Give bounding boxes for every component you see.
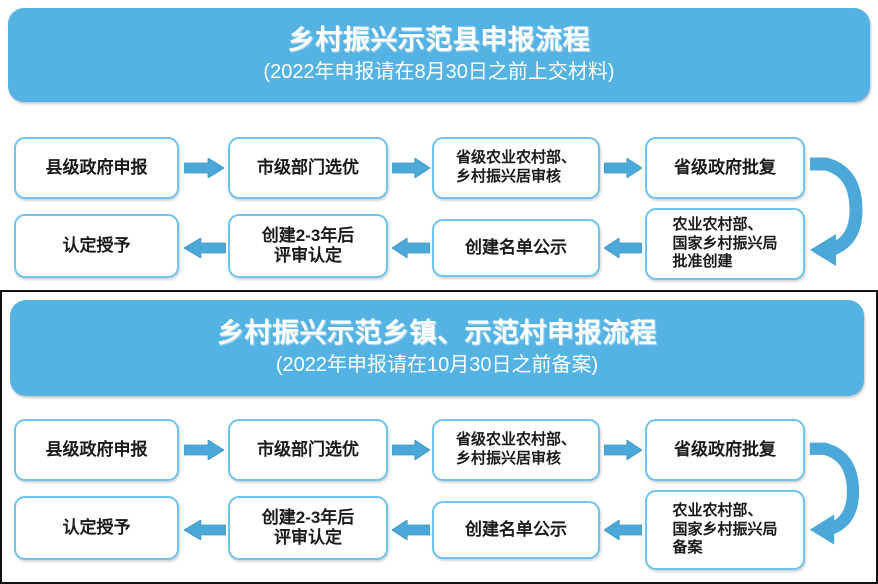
node-label: 认定授予 [62,235,131,255]
banner-county: 乡村振兴示范县申报流程 (2022年申报请在8月30日之前上交材料) [8,8,870,102]
arrow-publicity-to-certify-2 [392,520,430,540]
node-county-apply-2[interactable]: 县级政府申报 [14,419,179,481]
arrow-apply-to-select [184,158,224,178]
node-label: 省级农业农村部、 乡村振兴居审核 [455,431,576,467]
node-label: 县级政府申报 [45,439,148,459]
node-label: 省级农业农村部、 乡村振兴居审核 [455,149,576,185]
node-list-publicity[interactable]: 创建名单公示 [432,219,600,277]
node-award-2[interactable]: 认定授予 [14,496,179,560]
node-label: 创建2-3年后 评审认定 [261,225,355,265]
node-label: 农业农村部、 国家乡村振兴局 备案 [672,501,778,557]
node-label: 省级政府批复 [674,439,776,459]
node-label: 创建2-3年后 评审认定 [261,507,355,547]
arrow-ministry-to-publicity-2 [604,520,642,540]
arrow-apply-to-select-2 [184,440,224,460]
node-review-certify[interactable]: 创建2-3年后 评审认定 [228,214,388,278]
arrow-certify-to-award-2 [184,520,226,540]
banner-town-village-title: 乡村振兴示范乡镇、示范村申报流程 [217,317,657,348]
node-label: 县级政府申报 [45,157,148,177]
arrow-ministry-to-publicity [604,238,642,258]
node-ministry-record[interactable]: 农业农村部、 国家乡村振兴局 备案 [645,490,805,570]
node-award[interactable]: 认定授予 [14,214,179,278]
node-list-publicity-2[interactable]: 创建名单公示 [432,501,600,559]
arrow-select-to-review-2 [392,440,430,460]
node-label: 市级部门选优 [257,439,359,459]
node-ministry-approve-create[interactable]: 农业农村部、 国家乡村振兴局 批准创建 [645,208,805,280]
node-province-review-2[interactable]: 省级农业农村部、 乡村振兴居审核 [432,419,600,481]
banner-town-village-subtitle: (2022年申报请在10月30日之前备案) [275,354,599,377]
node-province-approve[interactable]: 省级政府批复 [645,137,805,199]
arrow-review-to-approve [604,158,642,178]
banner-town-village: 乡村振兴示范乡镇、示范村申报流程 (2022年申报请在10月30日之前备案) [10,300,864,396]
arrow-review-to-approve-2 [604,440,642,460]
section-county-process: 乡村振兴示范县申报流程 (2022年申报请在8月30日之前上交材料) 县级政府申… [0,0,878,290]
node-label: 省级政府批复 [674,157,776,177]
arrow-certify-to-award [184,238,226,258]
banner-county-title: 乡村振兴示范县申报流程 [287,24,591,55]
node-label: 农业农村部、 国家乡村振兴局 批准创建 [672,215,778,271]
section-town-village-process: 乡村振兴示范乡镇、示范村申报流程 (2022年申报请在10月30日之前备案) 县… [0,290,878,584]
arrow-publicity-to-certify [392,238,430,258]
node-label: 创建名单公示 [465,519,567,539]
node-review-certify-2[interactable]: 创建2-3年后 评审认定 [228,496,388,560]
node-province-approve-2[interactable]: 省级政府批复 [645,419,805,481]
banner-county-subtitle: (2022年申报请在8月30日之前上交材料) [263,61,615,84]
node-label: 认定授予 [62,517,131,537]
node-city-select-2[interactable]: 市级部门选优 [228,419,388,481]
node-label: 创建名单公示 [465,237,567,257]
curved-arrow-approve-to-ministry-2 [806,432,868,552]
node-city-select[interactable]: 市级部门选优 [228,137,388,199]
node-county-apply[interactable]: 县级政府申报 [14,137,179,199]
node-province-review[interactable]: 省级农业农村部、 乡村振兴居审核 [432,137,600,199]
curved-arrow-approve-to-ministry [806,150,872,270]
arrow-select-to-review [392,158,430,178]
node-label: 市级部门选优 [257,157,359,177]
